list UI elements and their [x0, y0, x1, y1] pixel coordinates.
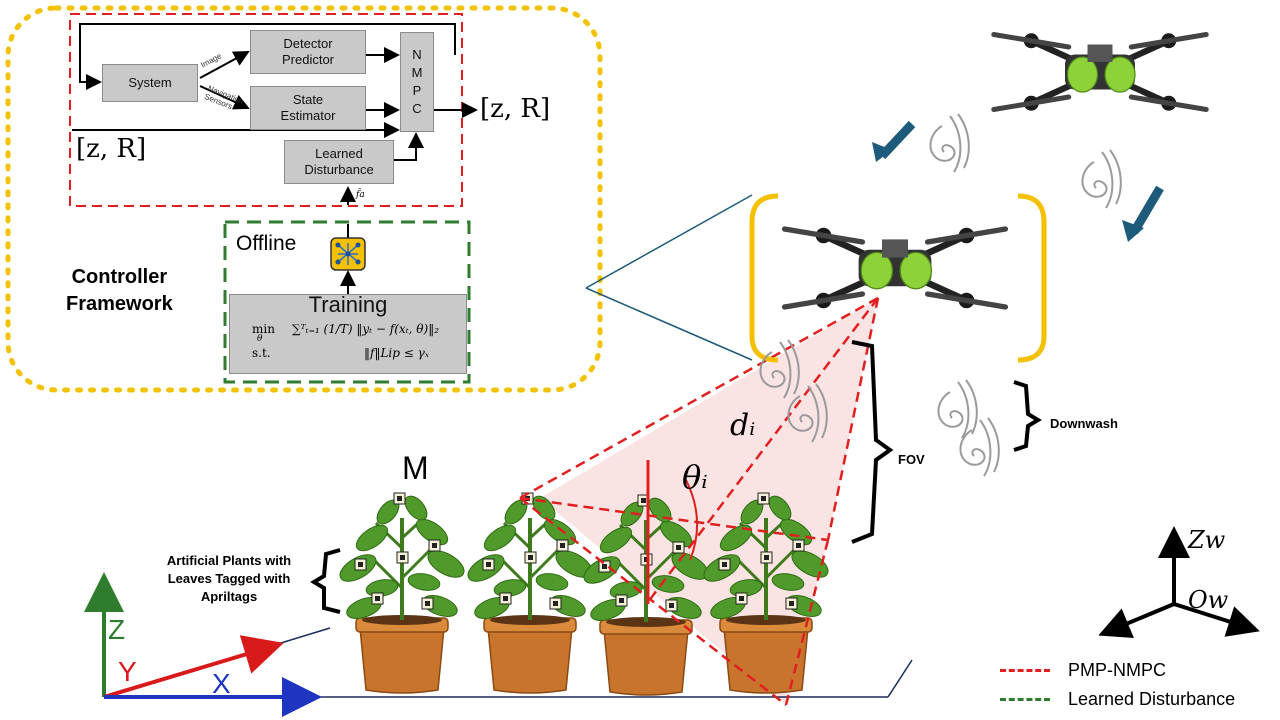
z-axis-label: Z — [108, 614, 126, 645]
fa-hat-label: f̂a — [356, 190, 365, 200]
output-state-label: [z, R] — [480, 94, 551, 124]
downwash-brace — [1013, 380, 1042, 452]
legend-label: Learned Disturbance — [1068, 689, 1236, 709]
eq-st: s.t. — [252, 346, 271, 360]
fov-label: FOV — [898, 452, 925, 467]
plant-1 — [333, 490, 471, 695]
x-axis-label: X — [212, 668, 231, 699]
fov-brace — [851, 340, 894, 544]
controller-framework-outline — [5, 5, 603, 393]
legend-swatch-red — [1000, 669, 1050, 672]
downwash-swirl-2 — [1081, 149, 1122, 209]
angle-label: θᵢ — [682, 458, 708, 496]
plant-set-label: M — [402, 450, 429, 486]
training-title: Training — [308, 292, 388, 317]
eq-objective: ∑ᵀₜ₌₁ (1/T) ‖yₜ − f(xₜ, θ)‖₂ — [292, 322, 439, 336]
world-origin-label: Ow — [1188, 586, 1229, 614]
y-axis-label: Y — [118, 656, 137, 687]
input-state-label: [z, R] — [76, 134, 147, 164]
plants-caption: Artificial Plants with Leaves Tagged wit… — [166, 553, 292, 604]
downwash-label: Downwash — [1050, 416, 1118, 431]
learned-disturbance-block: Learned Disturbance — [284, 140, 394, 184]
eq-min: min — [252, 322, 275, 336]
nmpc-block: N M P C — [400, 32, 434, 132]
body-frame-axes — [84, 572, 322, 717]
legend-label: PMP-NMPC — [1068, 660, 1166, 680]
legend-item-learned-disturbance: Learned Disturbance — [1000, 689, 1235, 710]
bracket-right — [1017, 193, 1047, 363]
legend-swatch-green — [1000, 698, 1050, 701]
state-estimator-block: State Estimator — [250, 86, 366, 130]
eq-constraint: ‖f‖Lip ≤ γₓ — [364, 346, 430, 360]
distance-label: dᵢ — [730, 408, 756, 443]
neural-network-icon — [330, 237, 366, 271]
learned-disturbance-region — [223, 220, 471, 384]
downwash-swirl-5 — [937, 379, 978, 439]
drone-top-right — [994, 33, 1207, 111]
world-z-label: Zw — [1188, 526, 1226, 554]
downwash-swirl-1 — [929, 113, 970, 173]
legend-item-pmp-nmpc: PMP-NMPC — [1000, 660, 1166, 681]
block-diagram-wires — [72, 23, 478, 295]
theta-arc — [685, 479, 699, 561]
training-block: Training — [229, 294, 467, 374]
offline-label: Offline — [236, 232, 297, 255]
wind-arrow-right — [1130, 185, 1164, 235]
fov-cone-fill — [540, 298, 878, 705]
controller-framework-title: Controller Framework — [66, 266, 173, 315]
drone-center — [785, 228, 1006, 309]
callout-line-top — [585, 194, 753, 289]
callout-line-bottom — [585, 287, 753, 361]
plants-brace — [310, 548, 341, 614]
world-frame-axes — [1098, 526, 1260, 638]
fov-lines — [519, 296, 880, 706]
eq-theta: θ — [257, 334, 263, 344]
bracket-left — [749, 193, 779, 363]
detector-predictor-block: Detector Predictor — [250, 30, 366, 74]
system-block: System — [102, 64, 198, 102]
